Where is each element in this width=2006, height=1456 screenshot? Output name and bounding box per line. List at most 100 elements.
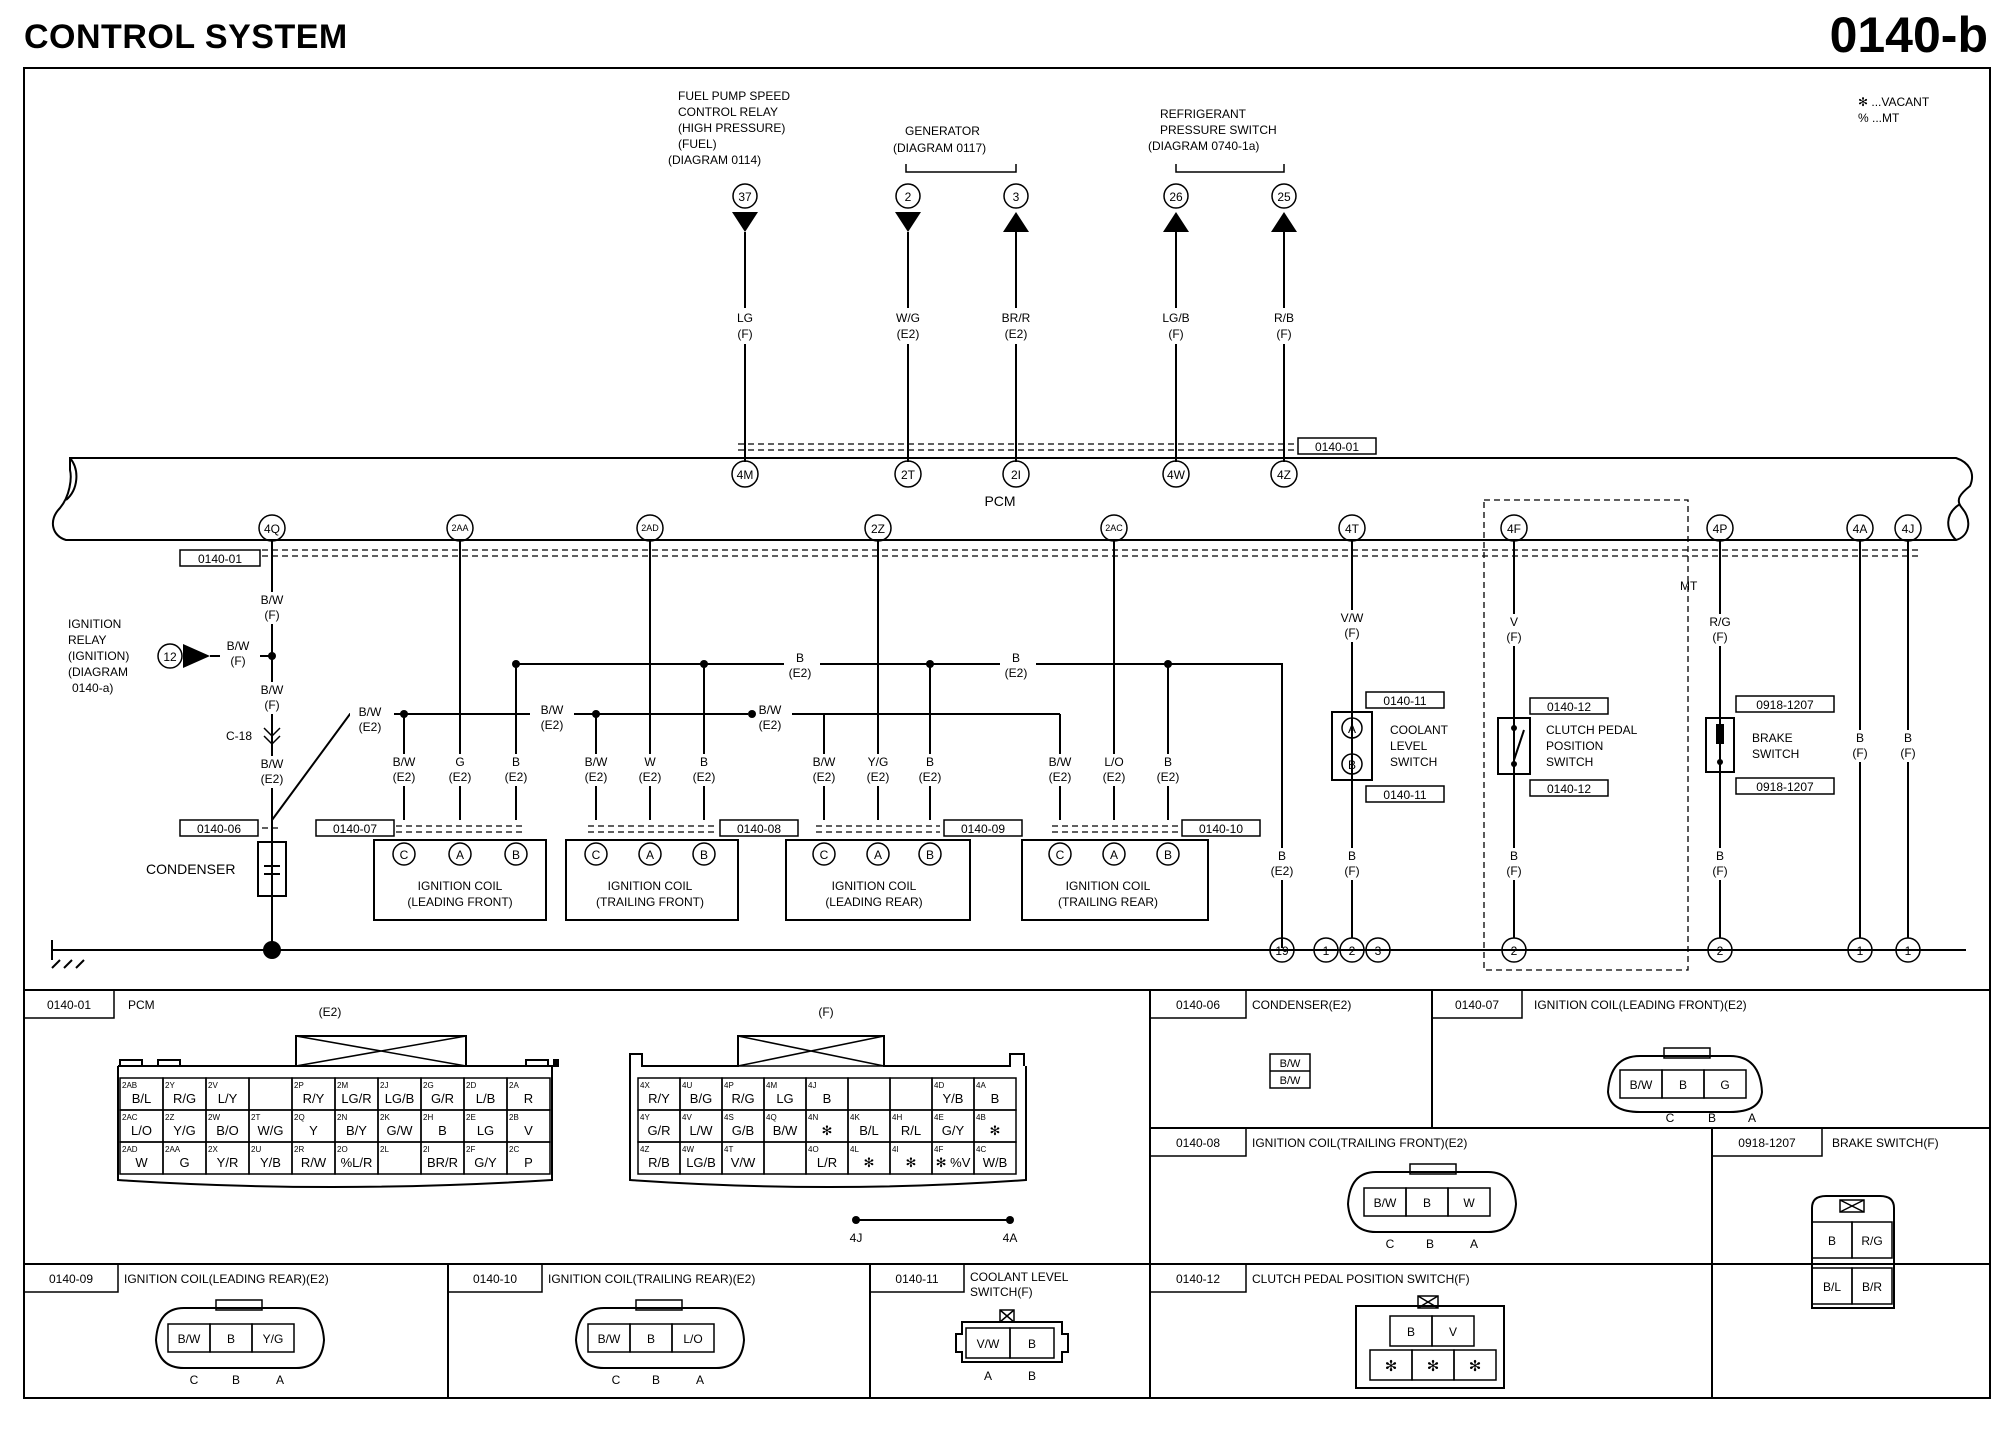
svg-text:3: 3 xyxy=(1375,944,1382,958)
svg-text:B: B xyxy=(1164,755,1172,769)
wire-color: L/W xyxy=(689,1123,713,1138)
wire-color: ✻ xyxy=(906,1155,917,1170)
svg-text:(E2): (E2) xyxy=(897,327,920,341)
coil-tr-connector-shell: B/W B L/O C B A xyxy=(574,1299,746,1387)
svg-text:B: B xyxy=(1348,758,1356,772)
coolant-level-switch: A B COOLANT LEVEL SWITCH xyxy=(1331,711,1449,781)
svg-text:COOLANT: COOLANT xyxy=(1390,723,1449,737)
wire-color: LG/B xyxy=(686,1155,716,1170)
jumper-4a: 4A xyxy=(1003,1231,1018,1245)
svg-text:0140-11: 0140-11 xyxy=(1383,694,1426,708)
mt-option-box xyxy=(1483,499,1689,971)
svg-text:✻: ✻ xyxy=(1385,1358,1398,1375)
svg-text:(E2): (E2) xyxy=(1103,770,1126,784)
svg-text:(E2): (E2) xyxy=(541,718,564,732)
svg-text:B/W: B/W xyxy=(178,1332,201,1346)
panel-grid xyxy=(24,989,1990,1398)
pin-number: 2B xyxy=(509,1113,519,1122)
pin-cell xyxy=(506,1141,551,1175)
pcm-bottom-pins: 4Q 2AA 2AD 2Z 2AC 4T 4F 4P 4A 4J xyxy=(258,514,1922,542)
svg-text:B: B xyxy=(700,848,708,862)
pin-number: 4H xyxy=(892,1113,902,1122)
svg-text:CLUTCH PEDAL POSITION SWITCH(F: CLUTCH PEDAL POSITION SWITCH(F) xyxy=(1252,1272,1470,1286)
svg-text:0140-10: 0140-10 xyxy=(473,1272,517,1286)
pin-number: 4X xyxy=(640,1081,650,1090)
svg-text:1: 1 xyxy=(1905,944,1912,958)
svg-text:V: V xyxy=(1449,1325,1457,1339)
pin-number: 2Y xyxy=(165,1081,175,1090)
svg-text:B: B xyxy=(1423,1196,1431,1210)
panel-coil-trailing-front: 0140-08 IGNITION COIL(TRAILING FRONT)(E2… xyxy=(1149,1127,1467,1157)
wire-color: B/W xyxy=(773,1123,798,1138)
pin-number: 2J xyxy=(380,1081,388,1090)
pcm-f-pin-grid: 4XR/Y4UB/G4PR/G4MLG4JB4DY/B4AB4YG/R4VL/W… xyxy=(637,1077,1017,1175)
svg-text:(E2): (E2) xyxy=(261,772,284,786)
svg-text:B/R: B/R xyxy=(1862,1280,1882,1294)
wire-color: B/O xyxy=(216,1123,238,1138)
ignition-relay-label: IGNITION RELAY (IGNITION) (DIAGRAM 0140-… xyxy=(68,617,129,695)
pin-number: 4D xyxy=(934,1081,944,1090)
svg-text:(F): (F) xyxy=(737,327,752,341)
svg-text:B/W: B/W xyxy=(227,639,250,653)
svg-text:(F): (F) xyxy=(264,698,279,712)
wire-color: L/Y xyxy=(218,1091,238,1106)
pcm-top-ref: 0140-01 xyxy=(1315,440,1359,454)
svg-text:SWITCH(F): SWITCH(F) xyxy=(970,1285,1033,1299)
svg-text:(TRAILING FRONT): (TRAILING FRONT) xyxy=(596,895,704,909)
svg-text:B: B xyxy=(1426,1237,1434,1251)
svg-text:R/G: R/G xyxy=(1709,615,1730,629)
svg-text:B: B xyxy=(796,651,804,665)
svg-text:(DIAGRAM 0740-1a): (DIAGRAM 0740-1a) xyxy=(1148,139,1259,153)
svg-text:0140-06: 0140-06 xyxy=(1176,998,1220,1012)
svg-text:C: C xyxy=(1386,1237,1395,1251)
svg-text:2AD: 2AD xyxy=(641,523,659,533)
svg-text:0918-1207: 0918-1207 xyxy=(1738,1136,1796,1150)
svg-text:4F: 4F xyxy=(1507,522,1521,536)
svg-text:R/B: R/B xyxy=(1274,311,1294,325)
svg-text:✻: ✻ xyxy=(1469,1358,1482,1375)
pin-number: 4V xyxy=(682,1113,692,1122)
wire-color: P xyxy=(524,1155,533,1170)
svg-text:(F): (F) xyxy=(1506,630,1521,644)
svg-text:(TRAILING REAR): (TRAILING REAR) xyxy=(1058,895,1158,909)
svg-text:(E2): (E2) xyxy=(505,770,528,784)
wire-color: W/B xyxy=(983,1155,1008,1170)
svg-text:1: 1 xyxy=(1857,944,1864,958)
svg-text:2: 2 xyxy=(1511,944,1518,958)
svg-text:LG/B: LG/B xyxy=(1162,311,1189,325)
svg-text:V/W: V/W xyxy=(977,1337,1000,1351)
svg-text:C: C xyxy=(1666,1111,1675,1125)
svg-text:0140-10: 0140-10 xyxy=(1199,822,1243,836)
svg-text:PCM: PCM xyxy=(128,998,155,1012)
svg-text:CLUTCH PEDAL: CLUTCH PEDAL xyxy=(1546,723,1638,737)
svg-text:0140-01: 0140-01 xyxy=(47,998,91,1012)
pin-number: 4B xyxy=(976,1113,986,1122)
wire-color: V/W xyxy=(731,1155,756,1170)
brake-connector-shell: B R/G B/L B/R xyxy=(1811,1195,1895,1309)
svg-text:(E2): (E2) xyxy=(319,1005,342,1019)
condenser-label: CONDENSER xyxy=(146,861,235,877)
wire-color: R/Y xyxy=(648,1091,670,1106)
pin-cell xyxy=(973,1141,1017,1175)
pcm-e2-pin-grid: 2ABB/L2YR/G2VL/Y2PR/Y2MLG/R2JLG/B2GG/R2D… xyxy=(119,1077,551,1175)
svg-text:B: B xyxy=(1028,1369,1036,1383)
pin-number: 2AC xyxy=(122,1113,138,1122)
svg-text:(E2): (E2) xyxy=(585,770,608,784)
svg-text:B/W: B/W xyxy=(1374,1196,1397,1210)
wire-color: ✻ xyxy=(822,1123,833,1138)
pin-number: 4A xyxy=(976,1081,986,1090)
wire-color: LG/R xyxy=(341,1091,371,1106)
svg-text:IGNITION COIL: IGNITION COIL xyxy=(608,879,693,893)
svg-text:Y/G: Y/G xyxy=(868,755,889,769)
svg-text:B: B xyxy=(647,1332,655,1346)
svg-text:(F): (F) xyxy=(230,654,245,668)
svg-text:(F): (F) xyxy=(1506,864,1521,878)
svg-text:12: 12 xyxy=(163,650,177,664)
pin-cell xyxy=(889,1077,933,1111)
svg-text:BR/R: BR/R xyxy=(1002,311,1031,325)
svg-text:B: B xyxy=(652,1373,660,1387)
svg-text:Y/G: Y/G xyxy=(263,1332,284,1346)
wire-color: LG xyxy=(776,1091,793,1106)
svg-text:PRESSURE SWITCH: PRESSURE SWITCH xyxy=(1160,123,1277,137)
svg-text:2I: 2I xyxy=(1011,468,1021,482)
